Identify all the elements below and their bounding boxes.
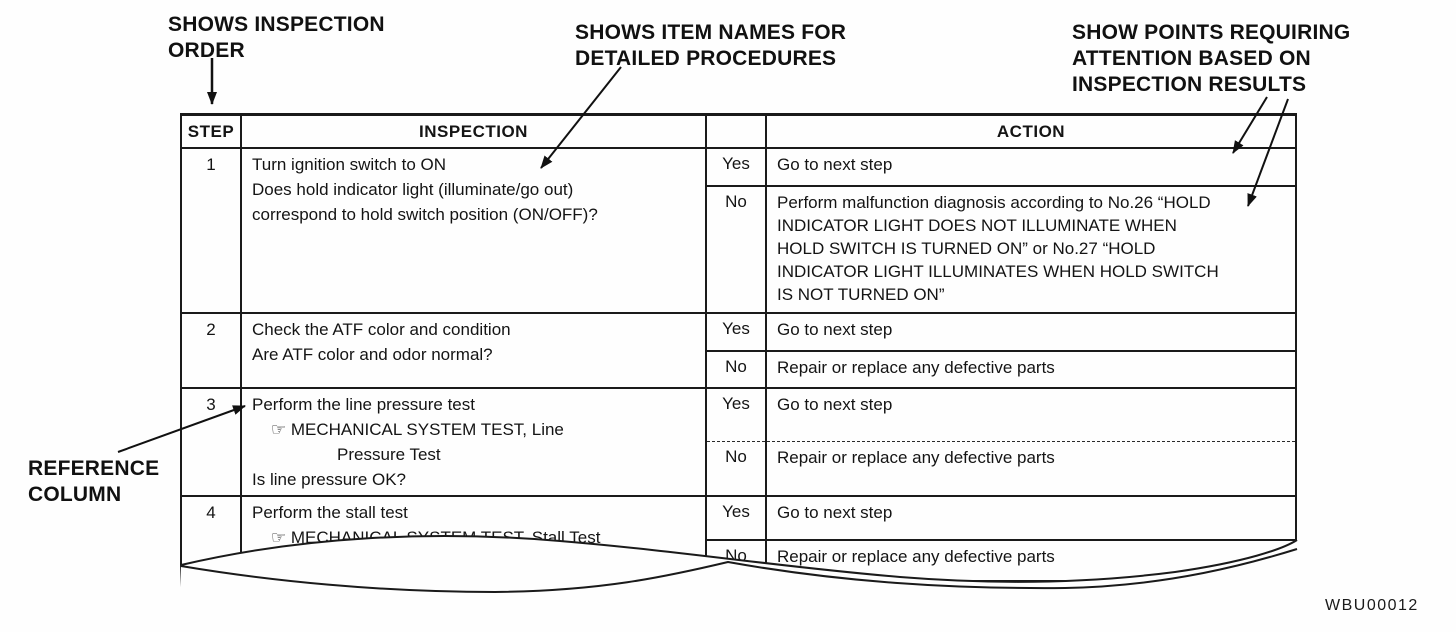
action-cell: Go to next step [765,312,1297,352]
inspection-column-header: INSPECTION [240,113,707,149]
step-cell: 5 [180,580,242,627]
table-header-row: STEP INSPECTION ACTION [180,113,1297,149]
annotation-attention-points: SHOW POINTS REQUIRING ATTENTION BASED ON… [1072,21,1351,96]
step-cell: 2 [180,312,242,389]
troubleshooting-table: STEP INSPECTION ACTION 1 Turn ignition s… [180,113,1297,627]
table-row: 5 Yes Perform symptom troubleshooting [180,580,1297,627]
table-row: No Repair or replace any defective parts [181,440,1297,497]
step-cell: 3 [180,387,242,497]
step-column-header: STEP [180,113,242,149]
result-yes-cell: Yes [705,147,767,187]
action-cell: Perform symptom troubleshooting [765,580,1297,627]
action-cell: Perform malfunction diagnosis according … [765,185,1297,314]
table-row: 4 Perform the stall test ☞ MECHANICAL SY… [180,495,1297,582]
action-cell: Go to next step [765,386,1297,442]
result-column-header [705,113,767,149]
annotation-reference-column: REFERENCE COLUMN [28,457,160,506]
action-cell: Repair or replace any defective parts [765,350,1297,389]
table-row: No Repair or replace any defective parts [181,350,1297,389]
action-column-header: ACTION [765,113,1297,149]
step-cell: 4 [180,495,242,582]
result-yes-cell: Yes [705,495,767,541]
inspection-cell: Turn ignition switch to ON Does hold ind… [240,147,707,314]
table-row: No Perform malfunction diagnosis accordi… [181,185,1297,314]
annotation-item-names: SHOWS ITEM NAMES FOR DETAILED PROCEDURES [575,21,847,70]
action-cell: Repair or replace any defective parts [765,440,1297,497]
step-cell: 1 [180,147,242,314]
inspection-cell: Perform the line pressure test ☞ MECHANI… [240,387,707,497]
inspection-cell: Check the ATF color and condition Are AT… [240,312,707,389]
result-yes-cell: Yes [705,312,767,352]
result-no-cell: No [705,440,767,497]
annotation-inspection-order: SHOWS INSPECTION ORDER [168,13,385,62]
result-no-cell: No [705,539,767,582]
inspection-cell: Perform the stall test ☞ MECHANICAL SYST… [240,495,707,582]
inspection-cell [240,580,707,627]
action-cell: Repair or replace any defective parts [765,539,1297,582]
figure-code: WBU00012 [1325,597,1419,614]
table-row: 2 Check the ATF color and condition Are … [180,312,1297,389]
table-row: 1 Turn ignition switch to ON Does hold i… [180,147,1297,314]
result-no-cell: No [705,350,767,389]
action-cell: Go to next step [765,495,1297,541]
result-yes-cell: Yes [705,386,767,442]
action-cell: Go to next step [765,147,1297,187]
result-no-cell: No [705,185,767,314]
table-row: 3 Perform the line pressure test ☞ MECHA… [180,386,1297,497]
result-yes-cell: Yes [705,580,767,627]
